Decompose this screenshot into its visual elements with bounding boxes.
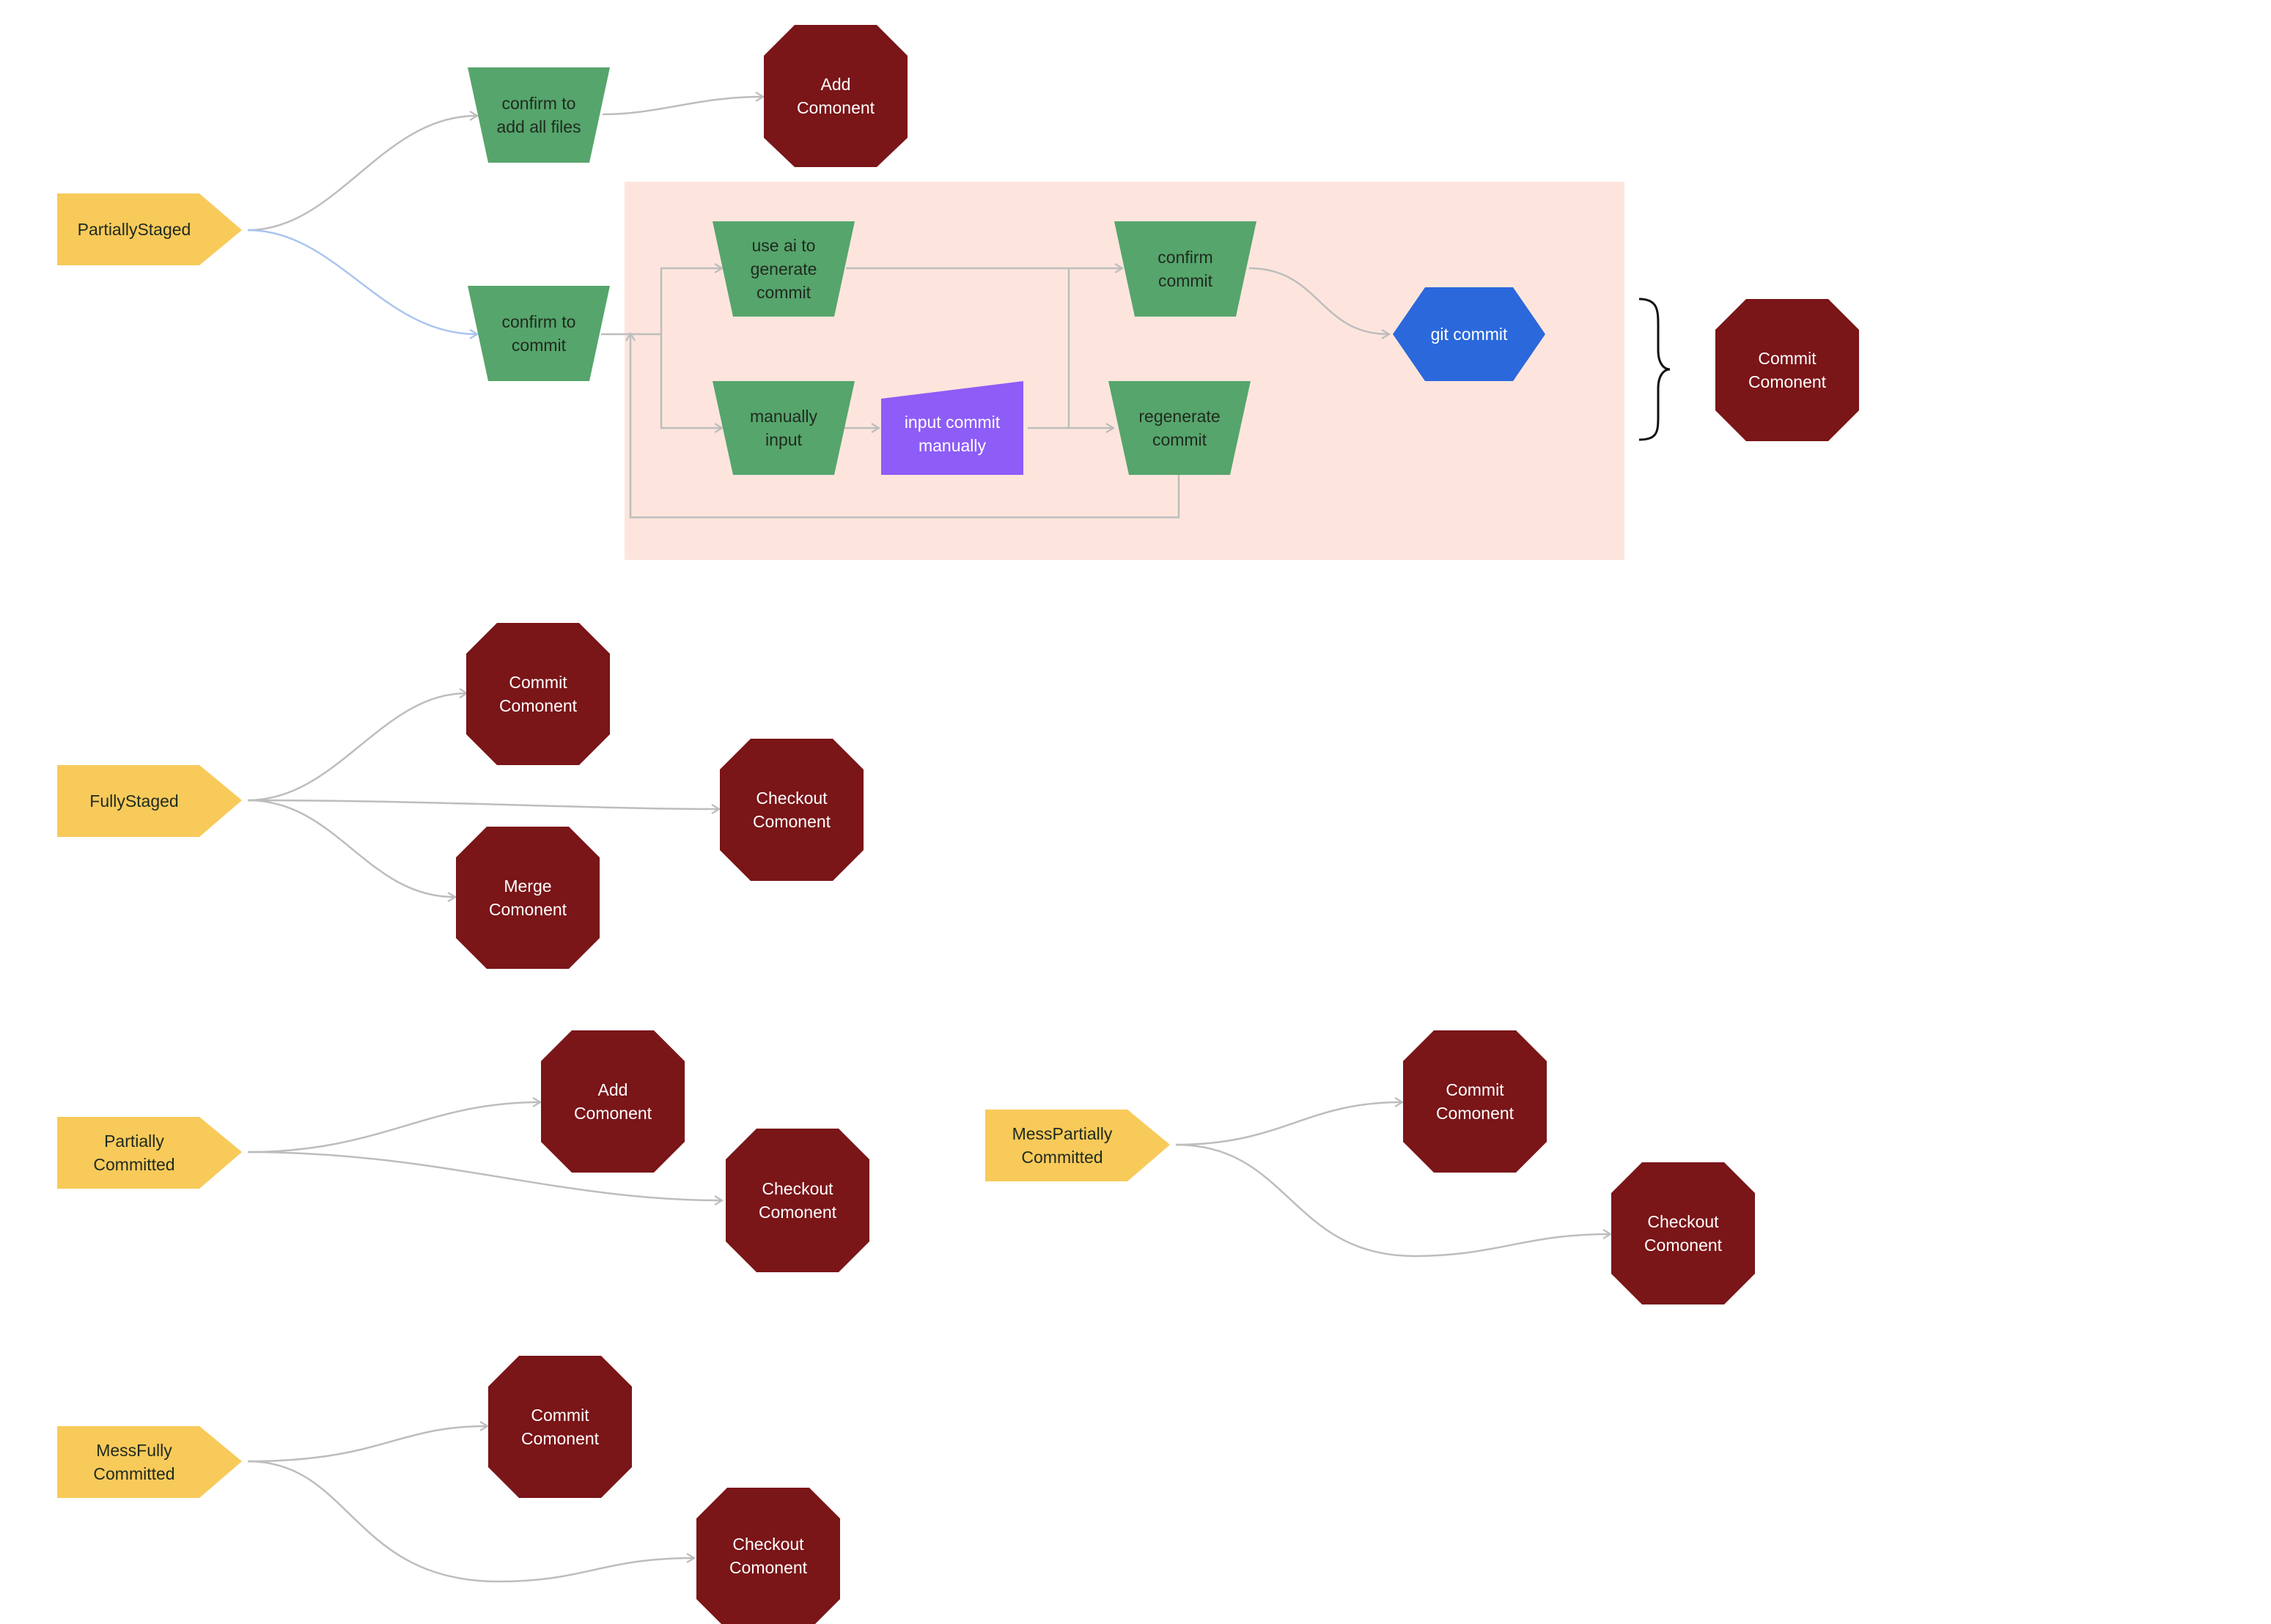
edge-fullystaged-merge [247, 799, 454, 897]
action-node-confirm-commit[interactable] [468, 286, 610, 381]
edges [247, 97, 1610, 1583]
terminal-node-git-commit[interactable] [1393, 287, 1545, 381]
edge-partiallycommitted-checkout [247, 1151, 721, 1200]
component-node-merge[interactable] [456, 827, 600, 969]
state-node-mess-fully-committed[interactable] [57, 1426, 242, 1498]
edge-confirm-add-add-component [602, 97, 762, 116]
edge-split-to-use-ai [660, 268, 721, 334]
edge-split-to-manual [660, 334, 721, 428]
action-node-use-ai[interactable] [713, 221, 855, 317]
component-node-add-2[interactable] [541, 1030, 685, 1173]
edge-messfully-checkout [247, 1460, 693, 1583]
edge-regenerate-loop [630, 334, 1180, 519]
edge-messpartially-commit [1175, 1102, 1402, 1146]
state-node-fully-staged[interactable] [57, 765, 242, 837]
component-node-commit-4[interactable] [488, 1356, 632, 1498]
component-node-checkout-1[interactable] [720, 739, 864, 881]
edge-messpartially-checkout [1175, 1143, 1610, 1258]
edge-partiallystaged-confirm-commit [247, 229, 476, 334]
edge-messfully-commit [247, 1426, 487, 1463]
edge-partiallycommitted-add [247, 1102, 540, 1154]
component-node-commit-1[interactable] [1715, 299, 1859, 441]
curly-brace [1638, 298, 1671, 441]
component-node-commit-3[interactable] [1403, 1030, 1547, 1173]
state-node-partially-staged[interactable] [57, 193, 242, 265]
component-node-checkout-4[interactable] [696, 1488, 840, 1624]
component-node-add-1[interactable] [764, 25, 908, 167]
action-node-manually-input[interactable] [713, 381, 855, 475]
action-node-confirm-commit-2[interactable] [1114, 221, 1256, 317]
action-node-regenerate-commit[interactable] [1108, 381, 1251, 475]
state-node-partially-committed[interactable] [57, 1117, 242, 1189]
edge-partiallystaged-confirm-add [247, 116, 476, 232]
component-node-checkout-3[interactable] [1611, 1162, 1755, 1304]
edge-fullystaged-checkout [247, 799, 718, 809]
component-node-commit-2[interactable] [466, 623, 610, 765]
action-node-confirm-add-all[interactable] [468, 67, 610, 163]
edge-fullystaged-commit [247, 693, 466, 802]
state-node-mess-partially-committed[interactable] [985, 1110, 1170, 1181]
edge-confirm-to-git-commit [1248, 267, 1388, 334]
input-node-input-commit-manually[interactable] [881, 381, 1023, 475]
component-node-checkout-2[interactable] [726, 1129, 869, 1272]
